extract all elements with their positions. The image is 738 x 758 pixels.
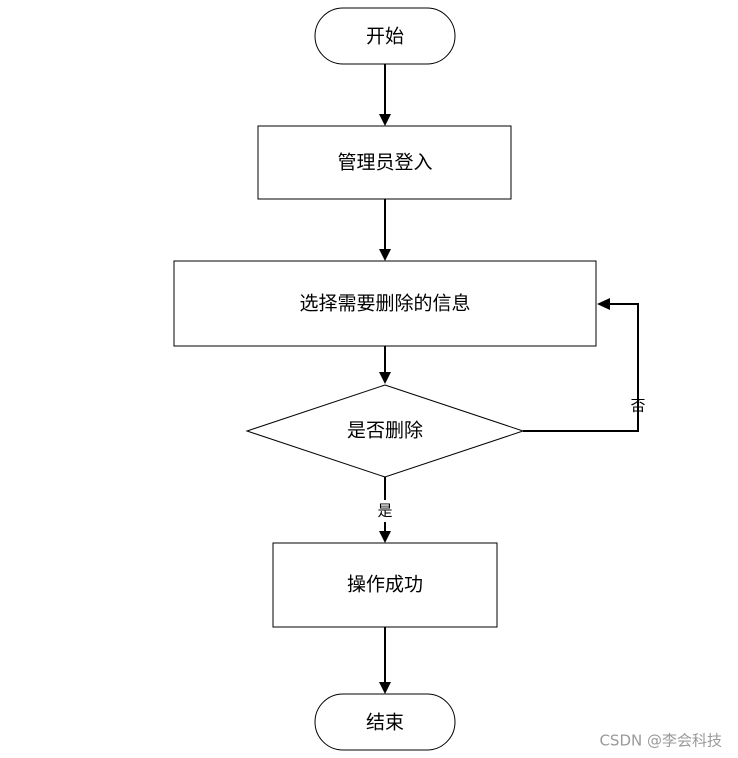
decision-node-label: 是否删除 xyxy=(347,420,423,442)
watermark-text: CSDN @李会科技 xyxy=(599,732,722,750)
yes-label-background xyxy=(375,500,395,522)
end-node: 结束 xyxy=(314,693,456,751)
arrow-no-loop xyxy=(523,298,639,432)
arrow-login-to-select xyxy=(379,199,391,261)
no-label: 否 xyxy=(630,397,645,415)
start-node: 开始 xyxy=(314,7,456,65)
admin-login-node: 管理员登入 xyxy=(257,125,512,200)
select-info-node-label: 选择需要删除的信息 xyxy=(299,293,470,315)
start-node-label: 开始 xyxy=(366,26,404,48)
yes-label: 是 xyxy=(377,502,392,520)
arrow-start-to-login xyxy=(379,64,391,126)
success-node-label: 操作成功 xyxy=(347,574,423,596)
arrow-select-to-decision xyxy=(379,346,391,384)
end-node-label: 结束 xyxy=(366,712,404,734)
decision-node: 是否删除 xyxy=(245,384,525,478)
arrow-success-to-end xyxy=(379,627,391,694)
admin-login-node-label: 管理员登入 xyxy=(337,152,432,174)
success-node: 操作成功 xyxy=(272,542,498,628)
select-info-node: 选择需要删除的信息 xyxy=(173,260,597,347)
